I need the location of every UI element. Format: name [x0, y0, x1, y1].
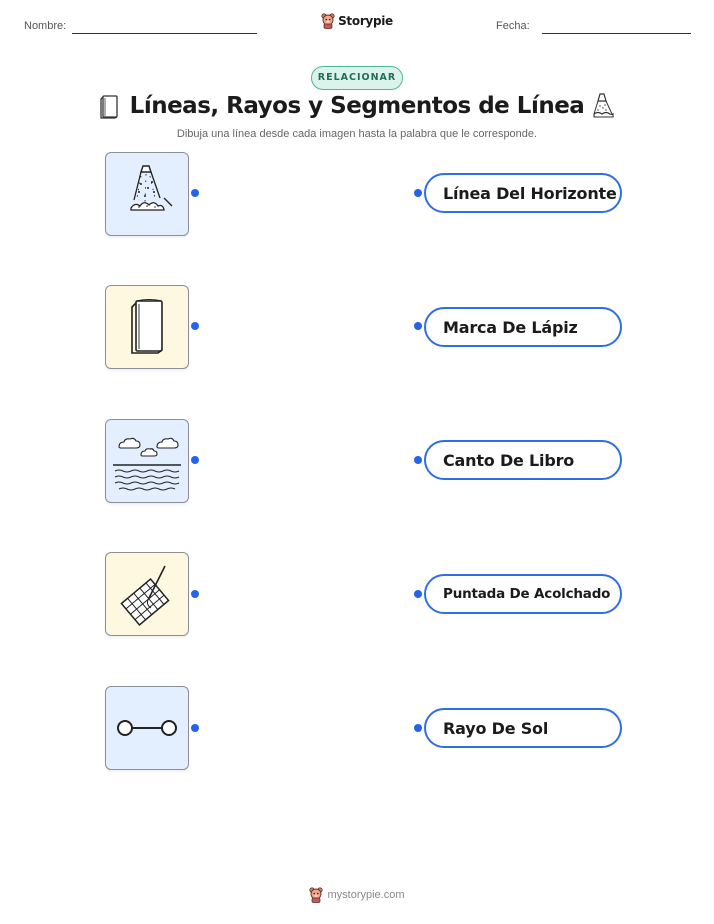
left-connector-dot-5[interactable]: [191, 724, 199, 732]
page-title: Líneas, Rayos y Segmentos de Línea: [129, 93, 585, 119]
footer-url[interactable]: mystorypie.com: [327, 889, 405, 901]
instructions: Dibuja una línea desde cada imagen hasta…: [176, 128, 538, 140]
shower-head-icon: [130, 165, 173, 211]
shower-deco-icon: [593, 93, 614, 118]
name-label: Nombre:: [24, 20, 67, 32]
right-connector-dot-4[interactable]: [414, 590, 422, 598]
word-option-3[interactable]: Canto De Libro: [424, 440, 622, 480]
image-card-quilt[interactable]: [105, 552, 189, 636]
quilt-needle-icon: [120, 565, 170, 626]
image-card-segment[interactable]: [105, 686, 189, 770]
brand-logo: Storypie: [0, 13, 714, 29]
left-connector-dot-3[interactable]: [191, 456, 199, 464]
activity-badge: RELACIONAR: [311, 66, 403, 90]
left-connector-dot-1[interactable]: [191, 189, 199, 197]
name-field-line[interactable]: [72, 33, 257, 34]
book-deco-icon: [100, 95, 118, 119]
footer: mystorypie.com: [0, 887, 714, 903]
line-segment-icon: [117, 720, 177, 736]
image-card-shower[interactable]: [105, 152, 189, 236]
date-field-line[interactable]: [542, 33, 691, 34]
right-connector-dot-3[interactable]: [414, 456, 422, 464]
book-icon: [131, 299, 163, 354]
right-connector-dot-5[interactable]: [414, 724, 422, 732]
brand-name: Storypie: [338, 14, 393, 28]
bear-mascot-icon: [309, 887, 324, 903]
left-connector-dot-2[interactable]: [191, 322, 199, 330]
right-connector-dot-2[interactable]: [414, 322, 422, 330]
word-option-1[interactable]: Línea Del Horizonte: [424, 173, 622, 213]
image-card-horizon[interactable]: [105, 419, 189, 503]
bear-mascot-icon: [321, 13, 335, 29]
left-connector-dot-4[interactable]: [191, 590, 199, 598]
word-option-2[interactable]: Marca De Lápiz: [424, 307, 622, 347]
right-connector-dot-1[interactable]: [414, 189, 422, 197]
word-option-5[interactable]: Rayo De Sol: [424, 708, 622, 748]
word-option-4[interactable]: Puntada De Acolchado: [424, 574, 622, 614]
date-label: Fecha:: [496, 20, 530, 32]
image-card-book[interactable]: [105, 285, 189, 369]
horizon-clouds-icon: [113, 437, 181, 491]
